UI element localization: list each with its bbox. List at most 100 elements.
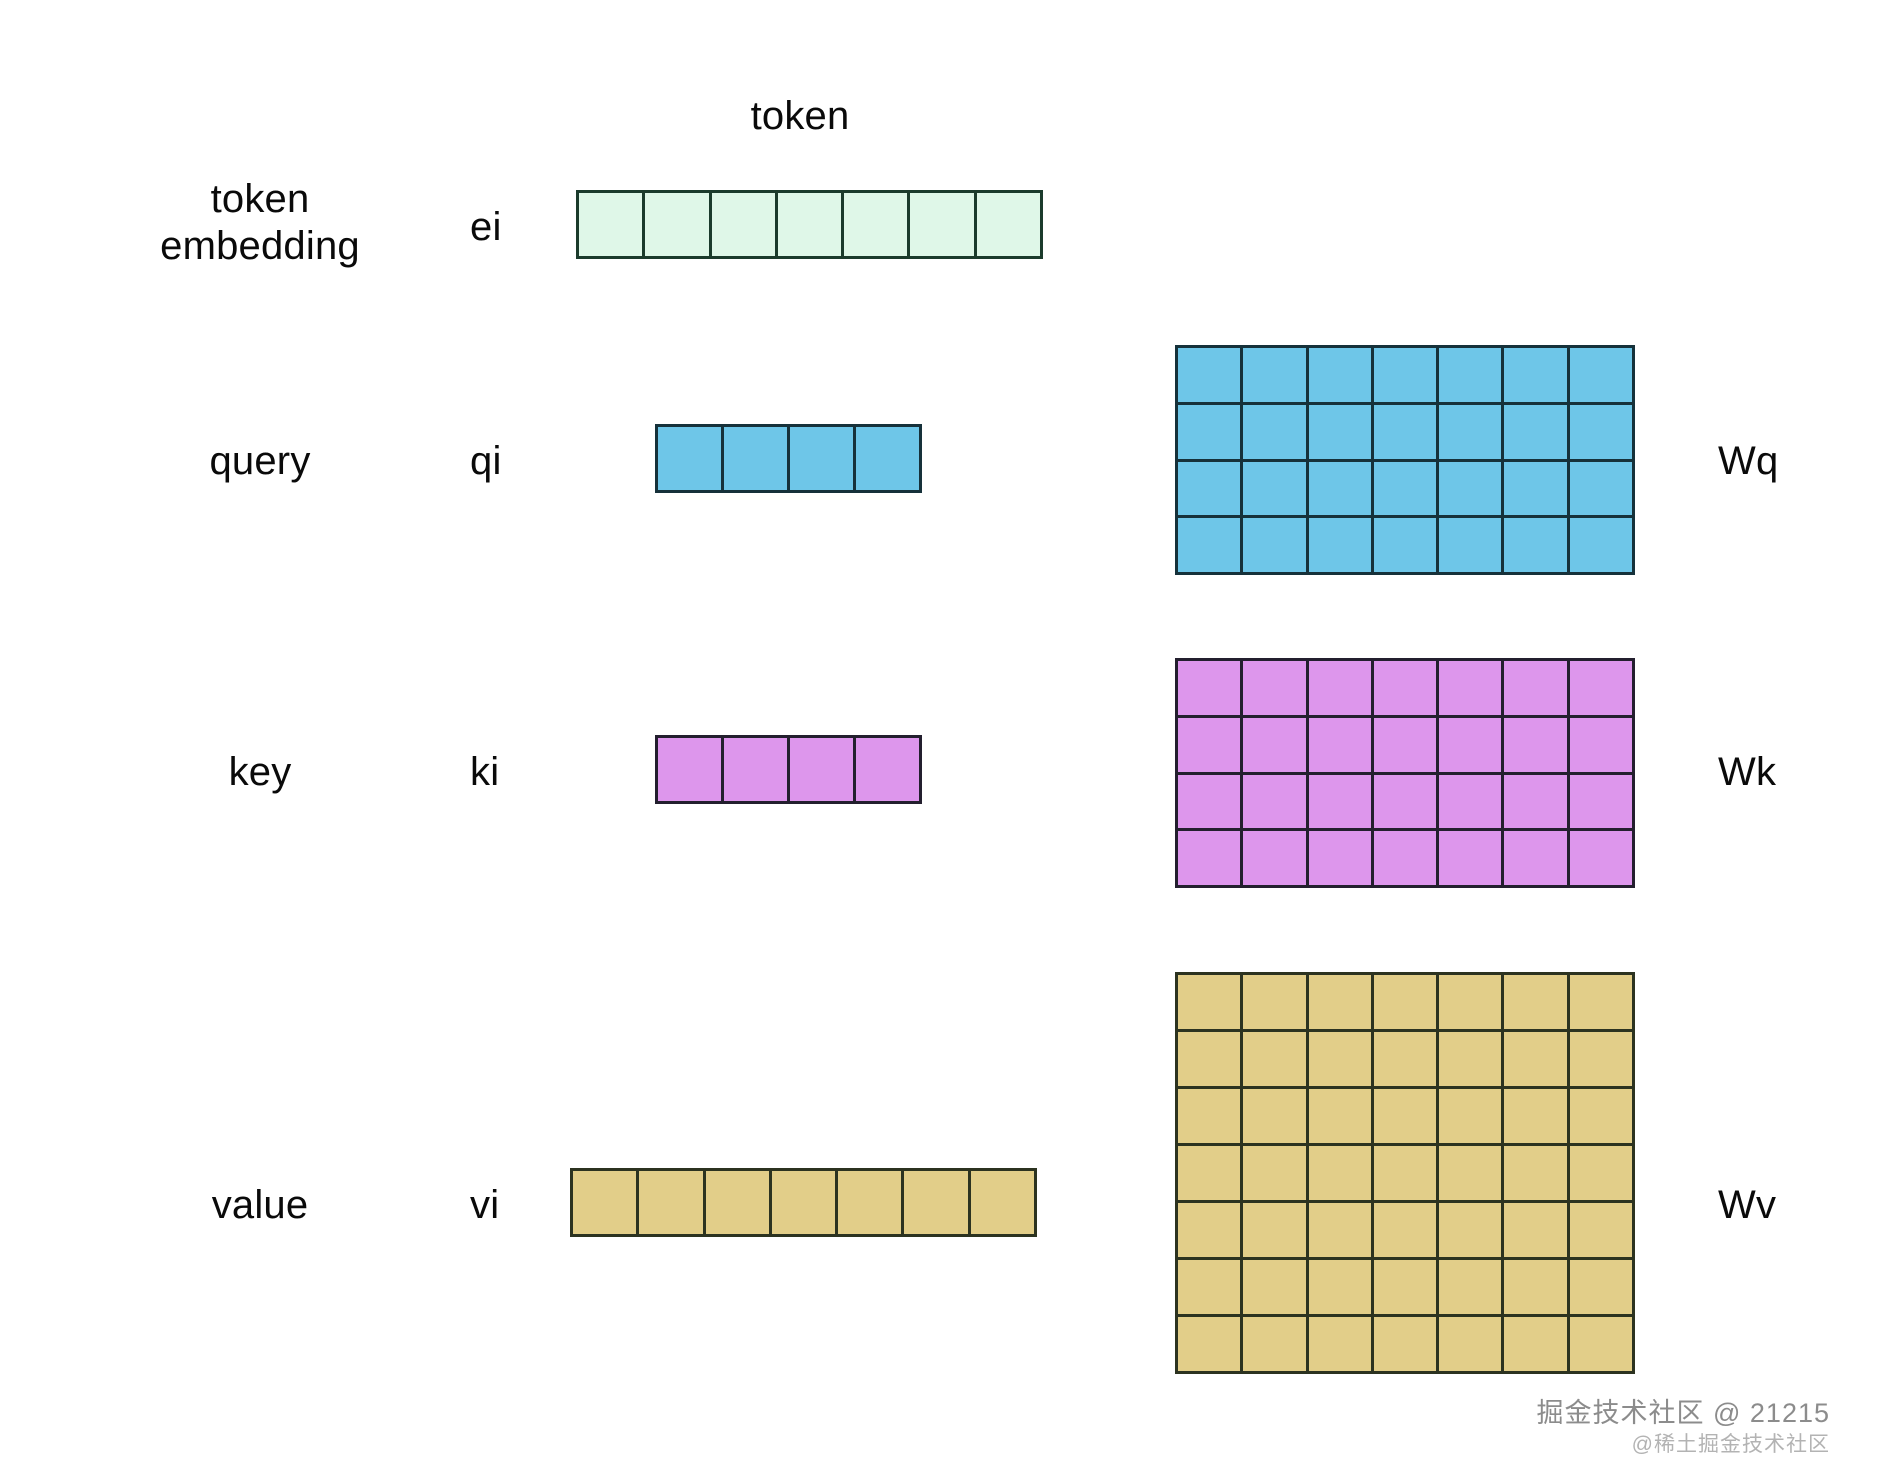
- matrix-cell: [1439, 831, 1502, 885]
- vector-value: [570, 1168, 1037, 1237]
- matrix-cell: [1569, 348, 1632, 402]
- watermark-main: 掘金技术社区 @ 21215: [1536, 1398, 1830, 1428]
- vector-label-ki: ki: [470, 750, 500, 794]
- vector-cell: [838, 1171, 902, 1234]
- matrix-cell: [1308, 461, 1371, 516]
- matrix-cell: [1243, 518, 1306, 572]
- matrix-cell: [1243, 975, 1306, 1029]
- matrix-wk: [1175, 658, 1635, 888]
- matrix-cell: [1373, 348, 1437, 402]
- matrix-cell: [1243, 1317, 1306, 1371]
- row-label-query: query: [80, 438, 440, 485]
- vector-cell: [844, 193, 908, 256]
- vector-label-qi: qi: [470, 439, 502, 483]
- matrix-cell: [1504, 1317, 1567, 1371]
- matrix-cell: [1439, 774, 1502, 829]
- matrix-cell: [1504, 1089, 1567, 1143]
- matrix-cell: [1373, 717, 1437, 772]
- matrix-cell: [1569, 774, 1632, 829]
- matrix-cell: [1569, 831, 1632, 885]
- vector-cell: [658, 738, 721, 801]
- matrix-cell: [1308, 1089, 1371, 1143]
- matrix-cell: [1439, 1317, 1502, 1371]
- matrix-cell: [1373, 975, 1437, 1029]
- matrix-cell: [1504, 661, 1567, 715]
- matrix-cell: [1373, 1089, 1437, 1143]
- matrix-cell: [1243, 1146, 1306, 1200]
- vector-cell: [904, 1171, 968, 1234]
- matrix-cell: [1373, 774, 1437, 829]
- vector-query: [655, 424, 922, 493]
- matrix-cell: [1178, 1317, 1241, 1371]
- matrix-cell: [1308, 1317, 1371, 1371]
- matrix-cell: [1439, 348, 1502, 402]
- matrix-cell: [1373, 1146, 1437, 1200]
- matrix-cell: [1569, 1089, 1632, 1143]
- vector-cell: [976, 193, 1040, 256]
- matrix-cell: [1439, 717, 1502, 772]
- row-label-line1: query: [209, 439, 311, 483]
- vector-cell: [790, 738, 853, 801]
- matrix-cell: [1178, 461, 1241, 516]
- vector-cell: [645, 193, 709, 256]
- matrix-cell: [1504, 975, 1567, 1029]
- vector-label-ei: ei: [470, 205, 502, 249]
- matrix-cell: [1308, 518, 1371, 572]
- vector-cell: [910, 193, 974, 256]
- matrix-cell: [1504, 1203, 1567, 1257]
- matrix-cell: [1243, 1203, 1306, 1257]
- matrix-cell: [1504, 1260, 1567, 1314]
- matrix-cell: [1373, 404, 1437, 459]
- matrix-cell: [1178, 661, 1241, 715]
- matrix-cell: [1569, 717, 1632, 772]
- matrix-cell: [1243, 774, 1306, 829]
- matrix-cell: [1243, 717, 1306, 772]
- matrix-cell: [1243, 404, 1306, 459]
- matrix-cell: [1178, 831, 1241, 885]
- matrix-cell: [1569, 975, 1632, 1029]
- matrix-cell: [1373, 1317, 1437, 1371]
- matrix-cell: [1569, 1203, 1632, 1257]
- matrix-cell: [1178, 518, 1241, 572]
- matrix-cell: [1569, 1032, 1632, 1086]
- matrix-cell: [1439, 1203, 1502, 1257]
- vector-cell: [639, 1171, 703, 1234]
- vector-cell: [573, 1171, 637, 1234]
- matrix-cell: [1504, 1146, 1567, 1200]
- matrix-cell: [1308, 404, 1371, 459]
- matrix-label-wk: Wk: [1718, 750, 1777, 794]
- vector-cell: [711, 193, 775, 256]
- vector-cell: [771, 1171, 836, 1234]
- matrix-cell: [1373, 461, 1437, 516]
- matrix-cell: [1178, 1089, 1241, 1143]
- matrix-cell: [1178, 1203, 1241, 1257]
- matrix-cell: [1243, 348, 1306, 402]
- row-label-line1: value: [211, 1183, 309, 1227]
- matrix-cell: [1243, 1032, 1306, 1086]
- matrix-cell: [1308, 1032, 1371, 1086]
- row-label-line2: embedding: [160, 224, 360, 269]
- matrix-cell: [1243, 461, 1306, 516]
- matrix-cell: [1439, 975, 1502, 1029]
- matrix-cell: [1569, 404, 1632, 459]
- matrix-cell: [1178, 1146, 1241, 1200]
- matrix-cell: [1178, 717, 1241, 772]
- row-label-key: key: [80, 749, 440, 796]
- matrix-cell: [1439, 1146, 1502, 1200]
- matrix-cell: [1439, 1260, 1502, 1314]
- row-label-token-embedding: token embedding: [80, 176, 440, 270]
- matrix-cell: [1504, 518, 1567, 572]
- matrix-cell: [1439, 661, 1502, 715]
- vector-label-vi: vi: [470, 1183, 500, 1227]
- matrix-cell: [1439, 404, 1502, 459]
- vector-cell: [970, 1171, 1034, 1234]
- vector-cell: [658, 427, 721, 490]
- vector-cell: [856, 427, 919, 490]
- matrix-cell: [1504, 774, 1567, 829]
- matrix-cell: [1308, 975, 1371, 1029]
- matrix-cell: [1569, 1260, 1632, 1314]
- matrix-label-wq: Wq: [1718, 439, 1779, 483]
- matrix-cell: [1373, 1032, 1437, 1086]
- matrix-cell: [1243, 1089, 1306, 1143]
